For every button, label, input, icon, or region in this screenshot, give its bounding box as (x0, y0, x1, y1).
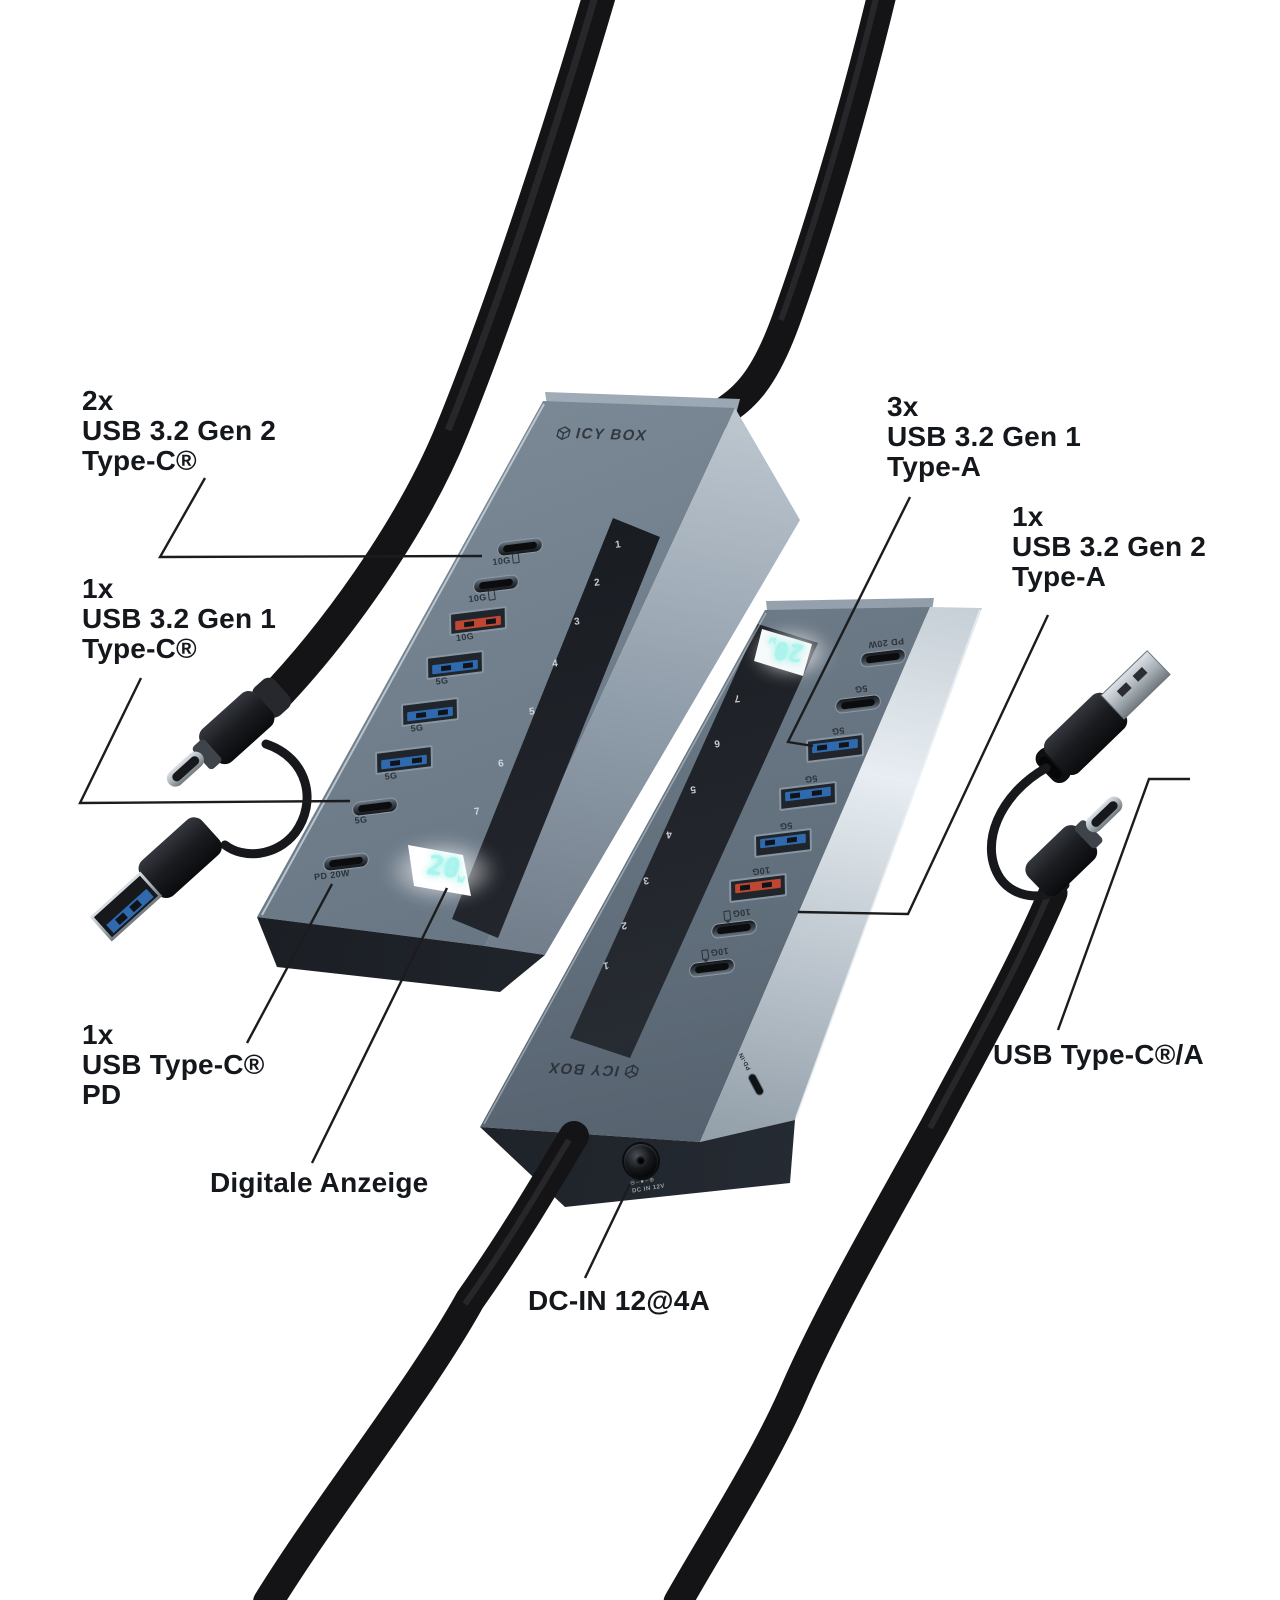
usb-c-plug (166, 677, 292, 787)
edge-highlight (261, 403, 545, 916)
callout-line-usb-type-ca (1056, 777, 1190, 1031)
usb-c-plug (1025, 796, 1123, 897)
callout-usb-type-ca: USB Type-C®/A (993, 1039, 1204, 1070)
callout-digital-display: Digitale Anzeige (210, 1167, 429, 1198)
callout-line-display (310, 887, 449, 1164)
edge-highlight (483, 612, 767, 1125)
callout-line-dc-in (583, 1183, 632, 1279)
connector-cable-right (663, 878, 1068, 1600)
callout-line-usb-c-gen1 (78, 677, 351, 805)
callout-line-usb-c-pd (245, 883, 334, 1044)
callout-line-usb-a-gen1 (786, 496, 912, 748)
edge-highlight (795, 609, 981, 1119)
callout-dc-in: DC-IN 12@4A (528, 1285, 710, 1316)
usb-a-adapter (89, 817, 222, 942)
callout-line-usb-a-gen2 (797, 614, 1050, 916)
callout-line-usb-c-gen2 (157, 477, 483, 559)
tether-strap (987, 763, 1070, 901)
tether-strap (220, 739, 312, 859)
usb-a-plug (1035, 650, 1171, 784)
